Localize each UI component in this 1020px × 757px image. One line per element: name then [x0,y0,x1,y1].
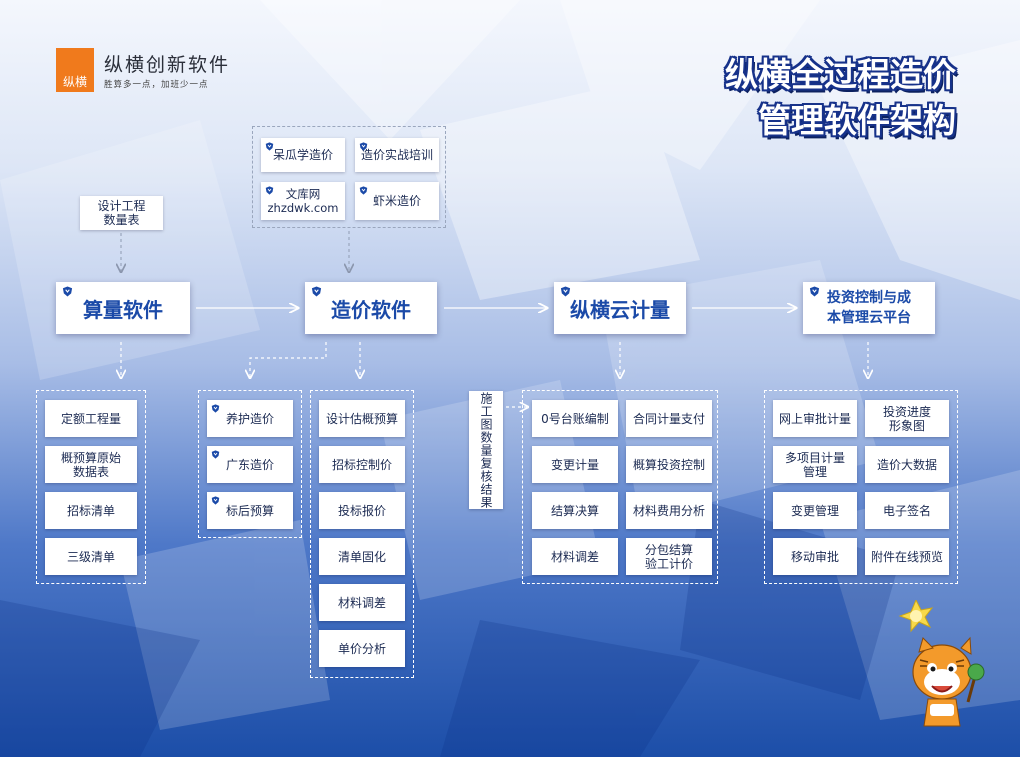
takeoff-items-group [36,390,146,584]
shield-icon [265,186,274,195]
shield-icon [265,142,274,151]
cloud-item: 材料费用分析 [626,492,712,529]
cost-left-item: 标后预算 [207,492,293,529]
construction-drawing-review-label: 施工图数量复核结果 [469,391,503,509]
shield-icon [211,496,220,505]
platform-item: 变更管理 [773,492,857,529]
cost-right-item: 设计估概预算 [319,400,405,437]
cost-right-item: 招标控制价 [319,446,405,483]
shield-icon [311,286,322,297]
cloud-item: 分包结算 验工计价 [626,538,712,575]
platform-item: 附件在线预览 [865,538,949,575]
resource-item: 造价实战培训 [355,138,439,172]
logo-slogan: 胜算多一点，加班少一点 [104,80,209,90]
main-node-takeoff: 算量软件 [56,282,190,334]
takeoff-item: 招标清单 [45,492,137,529]
cloud-item: 结算决算 [532,492,618,529]
main-node-platform: 投资控制与成 本管理云平台 [803,282,935,334]
cost-left-item: 广东造价 [207,446,293,483]
cost-left-group [198,390,302,538]
cost-left-item: 养护造价 [207,400,293,437]
resource-item: 虾米造价 [355,182,439,220]
shield-icon [809,286,820,297]
platform-item: 移动审批 [773,538,857,575]
tiger-mascot-icon [898,600,985,727]
title-line-2: 管理软件架构 [758,101,956,140]
resource-group [252,126,446,228]
shield-icon [62,286,73,297]
platform-item: 网上审批计量 [773,400,857,437]
logo-name: 纵横创新软件 [104,54,231,76]
cost-right-item: 材料调差 [319,584,405,621]
cloud-item: 0号台账编制 [532,400,618,437]
shield-icon [359,142,368,151]
platform-item: 投资进度 形象图 [865,400,949,437]
resource-item: 呆瓜学造价 [261,138,345,172]
shield-icon [211,404,220,413]
takeoff-item: 定额工程量 [45,400,137,437]
title-line-1: 纵横全过程造价 [725,55,956,94]
shield-icon [211,450,220,459]
logo-mark: 纵横 [56,48,94,92]
platform-item: 电子签名 [865,492,949,529]
takeoff-item: 概预算原始 数据表 [45,446,137,483]
cost-right-item: 投标报价 [319,492,405,529]
takeoff-item: 三级清单 [45,538,137,575]
platform-items-group [764,390,958,584]
cloud-item: 变更计量 [532,446,618,483]
shield-icon [560,286,571,297]
platform-item: 多项目计量 管理 [773,446,857,483]
cloud-item: 概算投资控制 [626,446,712,483]
cost-right-item: 清单固化 [319,538,405,575]
design-quantity-table: 设计工程 数量表 [80,196,163,230]
cost-right-group [310,390,414,678]
cloud-item: 材料调差 [532,538,618,575]
platform-item: 造价大数据 [865,446,949,483]
cloud-item: 合同计量支付 [626,400,712,437]
main-node-cloud-measure: 纵横云计量 [554,282,686,334]
main-node-cost: 造价软件 [305,282,437,334]
cost-right-item: 单价分析 [319,630,405,667]
shield-icon [359,186,368,195]
cloud-items-group [522,390,718,584]
resource-item: 文库网 zhzdwk.com [261,182,345,220]
